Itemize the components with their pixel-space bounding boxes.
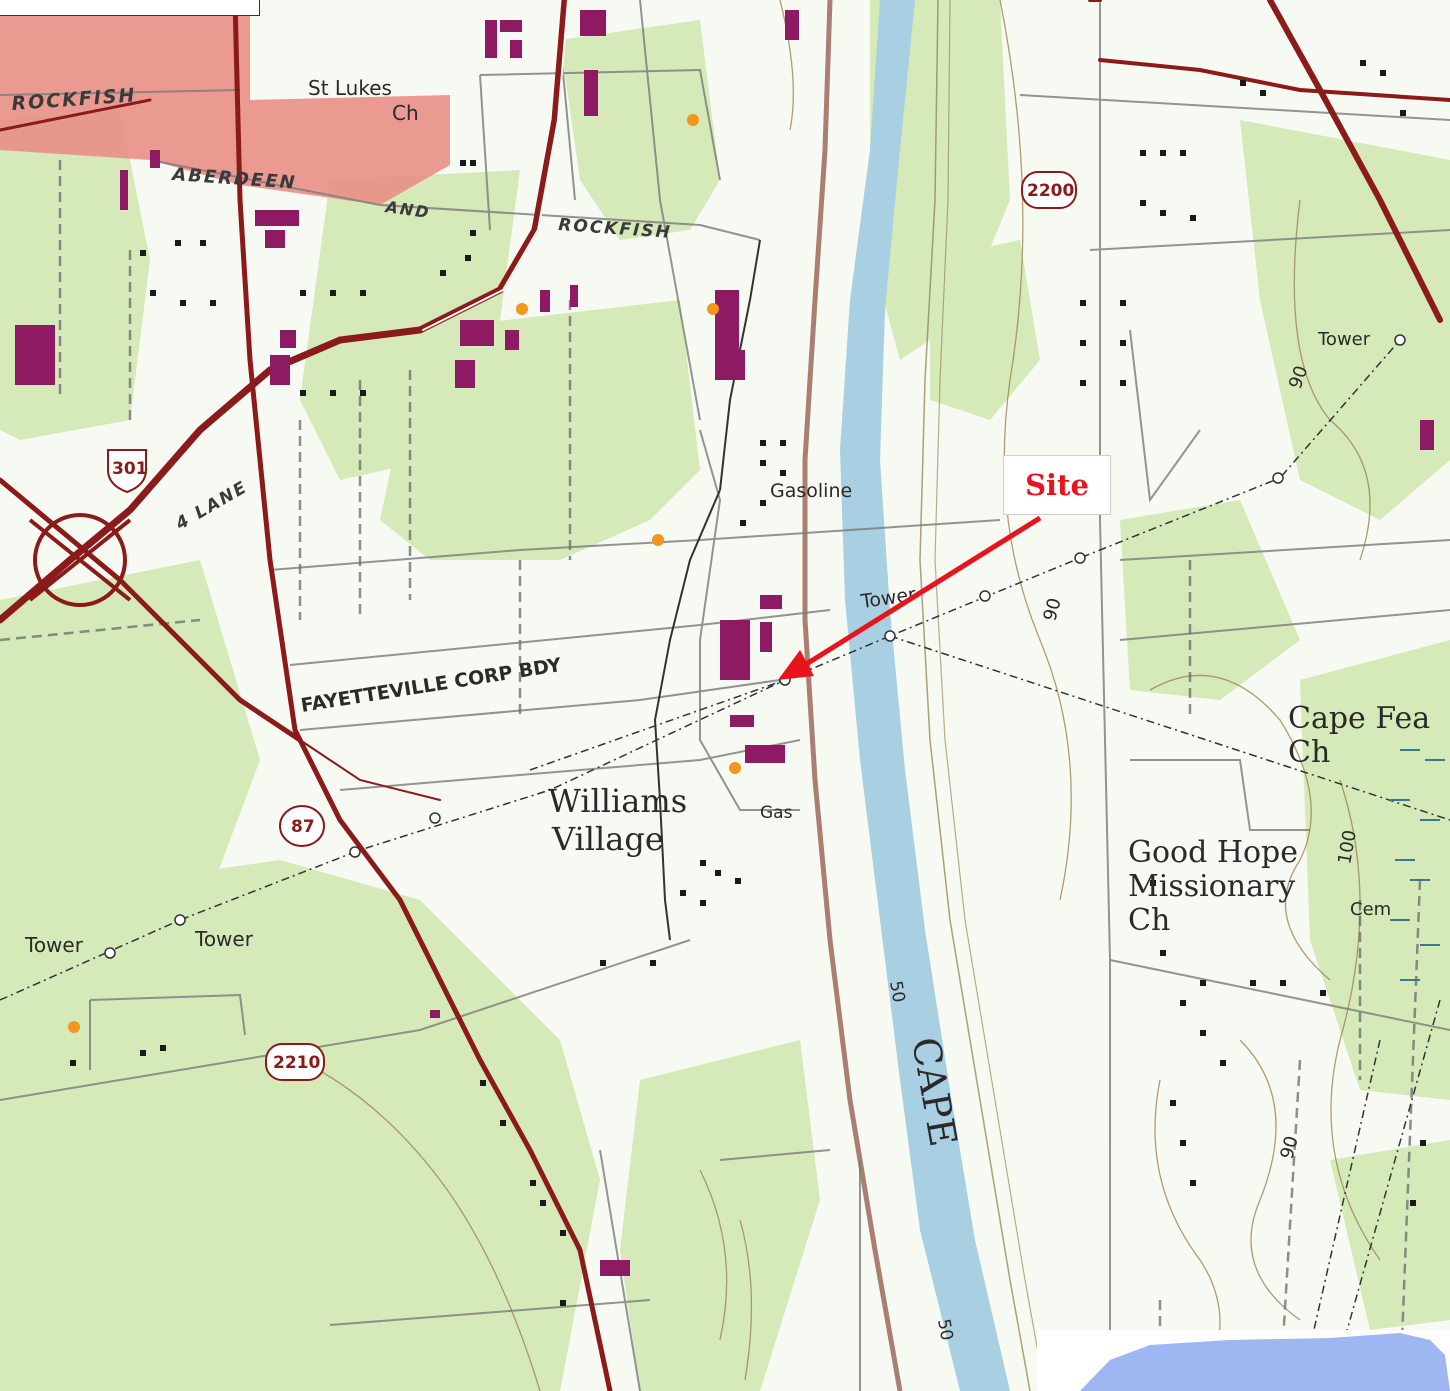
shield-sr-2210: 2210: [265, 1043, 325, 1081]
label-tower-sw1: Tower: [24, 933, 84, 957]
marker-dot: [707, 303, 719, 315]
marker-dot: [516, 303, 528, 315]
state-inset-map: [1037, 1330, 1450, 1391]
site-label: Site: [1025, 468, 1089, 502]
shield-nc-87: 87: [279, 805, 325, 847]
inset-frame: [0, 0, 260, 16]
site-arrow: [778, 515, 1042, 680]
svg-text:2210: 2210: [273, 1053, 320, 1073]
svg-text:301: 301: [112, 459, 148, 479]
label-st-lukes: St Lukes: [308, 76, 392, 100]
label-cape-fear: Cape Fea: [1288, 701, 1430, 736]
site-callout: Site: [1003, 455, 1111, 515]
marker-dot: [729, 762, 741, 774]
urban-area: [0, 0, 450, 205]
label-good-hope-ch: Ch: [1128, 903, 1170, 938]
shield-us-301: 301: [107, 449, 148, 494]
label-tower-ne: Tower: [1317, 329, 1371, 350]
marker-dot: [68, 1021, 80, 1033]
cape-fear-river: [802, 0, 1046, 1391]
marsh-symbols: [1390, 749, 1445, 981]
svg-text:87: 87: [291, 817, 315, 837]
tower-circles: [104, 334, 1406, 959]
label-st-lukes-ch: Ch: [392, 101, 419, 125]
shield-sr-2200: 2200: [1021, 171, 1077, 209]
label-tower-sw2: Tower: [194, 927, 254, 951]
label-cem: Cem: [1350, 899, 1391, 920]
label-good-hope: Good Hope: [1128, 835, 1298, 870]
marker-dot: [687, 114, 699, 126]
dwellings: [70, 60, 1426, 1306]
label-village: Village: [551, 820, 664, 858]
marker-dot: [652, 534, 664, 546]
interchange: [28, 513, 132, 607]
label-cape-fear-ch: Ch: [1288, 735, 1330, 770]
sample-markers: [68, 114, 741, 1033]
contour-label: 50: [885, 979, 908, 1004]
label-williams: Williams: [548, 782, 687, 820]
contour-label: 50: [933, 1317, 956, 1342]
label-missionary: Missionary: [1128, 869, 1295, 904]
svg-text:2200: 2200: [1027, 181, 1074, 201]
buildings: [15, 10, 1434, 1276]
label-gasoline: Gasoline: [770, 480, 852, 502]
label-gas: Gas: [760, 803, 793, 823]
